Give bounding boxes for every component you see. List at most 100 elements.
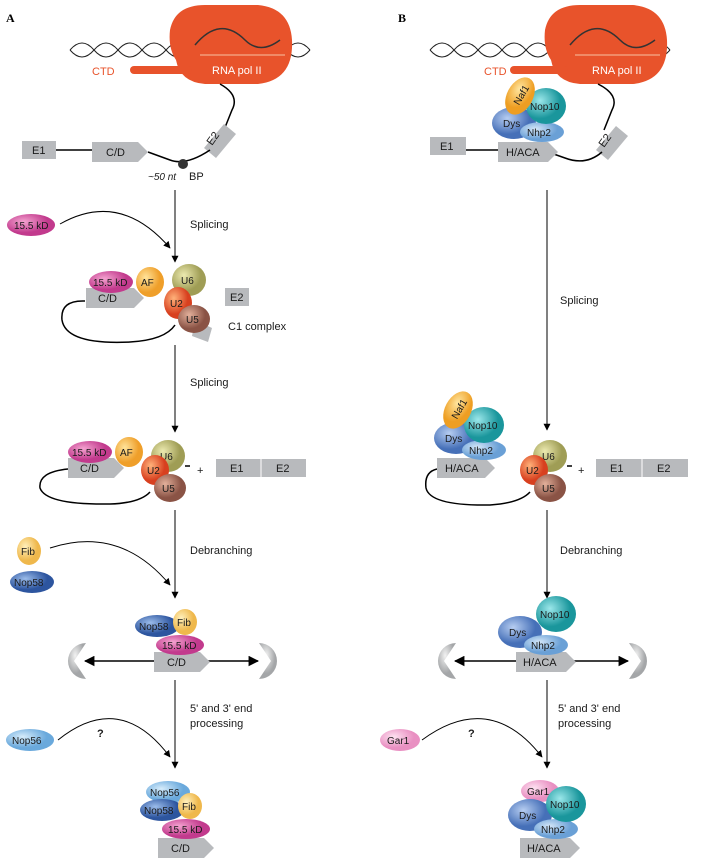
branch-point-dot — [178, 159, 188, 169]
lariat-155-label: 15.5 kD — [72, 448, 106, 459]
deb-nhp2-label: Nhp2 — [531, 641, 555, 652]
final-dys-label: Dys — [519, 811, 536, 822]
c1-u5-label: U5 — [186, 315, 199, 326]
box-haca-label-lariat-b: H/ACA — [445, 463, 479, 475]
nascent-rna-b — [597, 83, 615, 131]
plus-a: + — [197, 465, 203, 477]
box-haca-label-deb-b: H/ACA — [523, 657, 557, 669]
deb-nop58-label: Nop58 — [139, 622, 169, 633]
box-cd-label-deb-a: C/D — [167, 657, 186, 669]
ctd-label-b: CTD — [484, 66, 507, 78]
protein-15-5kd-free: 15.5 kD — [7, 214, 55, 236]
debranched-complex-a: C/D Nop58 Fib 15.5 kD — [68, 609, 277, 679]
step-processing-b-1: 5' and 3' end — [558, 703, 620, 715]
protein-nop58-free-label: Nop58 — [14, 578, 44, 589]
intron-line-b — [465, 149, 603, 162]
box-cd-label-final: C/D — [171, 843, 190, 855]
arrow-recruit-nop56-a — [57, 718, 171, 758]
exon-e1-label-b: E1 — [440, 141, 453, 153]
exon-e1-a: E1 — [22, 141, 56, 159]
lariat-b-u6-label: U6 — [542, 452, 555, 463]
haca-snornp-final: H/ACA Gar1 Dys Nhp2 Nop10 — [508, 780, 586, 858]
final-nop56-label: Nop56 — [150, 788, 180, 799]
protein-nop56-free-label: Nop56 — [12, 736, 42, 747]
protein-nop56-free: Nop56 — [6, 729, 54, 751]
final-nop10-label: Nop10 — [550, 800, 580, 811]
panel-a-label: A — [6, 11, 15, 25]
c1-complex: C/D E2 15.5 kD AF U6 U2 U5 — [61, 264, 249, 344]
exon-e2-label-c1: E2 — [230, 292, 243, 304]
spliced-e2-label-a: E2 — [276, 463, 289, 475]
pol-nop10-label: Nop10 — [530, 102, 560, 113]
spliced-exons-a: E1 E2 — [216, 459, 306, 477]
final-fib-label: Fib — [182, 802, 196, 813]
final-gar1-label: Gar1 — [527, 787, 550, 798]
question-b: ? — [468, 728, 475, 740]
lariat-u5-label: U5 — [162, 484, 175, 495]
lariat-complex-b: H/ACA Dys Nhp2 Nop10 Naf1 U6 U2 U5 — [424, 391, 572, 506]
lariat-nhp2-label: Nhp2 — [469, 446, 493, 457]
protein-nop58-free: Nop58 — [10, 571, 54, 593]
protein-gar1-free: Gar1 — [380, 729, 420, 751]
step-splicing-1-a: Splicing — [190, 219, 229, 231]
ctd-label-a: CTD — [92, 66, 115, 78]
lariat-nop10-label: Nop10 — [468, 421, 498, 432]
box-cd-label-lariat-a: C/D — [80, 463, 99, 475]
exonuclease-left-b — [438, 643, 456, 679]
step-debranching-a: Debranching — [190, 545, 252, 557]
spliced-exons-b: E1 E2 — [596, 459, 688, 477]
box-cd-a1: C/D — [92, 142, 148, 162]
lariat-dys-label: Dys — [445, 434, 462, 445]
arrow-recruit-155-a — [59, 211, 171, 249]
final-155-label: 15.5 kD — [168, 825, 202, 836]
protein-fib-free-label: Fib — [21, 547, 35, 558]
c1-af-label: AF — [141, 278, 154, 289]
exonuclease-right-a — [259, 643, 277, 679]
exon-e2-a: E2 — [204, 124, 236, 158]
exon-e1-b: E1 — [430, 137, 466, 155]
question-a: ? — [97, 728, 104, 740]
rna-pol-ii-b: CTD RNA pol II — [484, 5, 668, 84]
box-cd-label-a1: C/D — [106, 147, 125, 159]
final-nhp2-label: Nhp2 — [541, 825, 565, 836]
spliced-e1-label-b: E1 — [610, 463, 623, 475]
debranched-complex-b: H/ACA Dys Nhp2 Nop10 — [438, 596, 647, 679]
c1-155-label: 15.5 kD — [93, 278, 127, 289]
step-processing-a-2: processing — [190, 718, 243, 730]
arrow-recruit-gar1-b — [421, 718, 543, 758]
lariat-af-label: AF — [120, 448, 133, 459]
plus-b: + — [578, 465, 584, 477]
protein-15-5kd-free-label: 15.5 kD — [14, 221, 48, 232]
ctd-tail-a — [130, 66, 192, 74]
step-splicing-2-a: Splicing — [190, 377, 229, 389]
haca-complex-pol: H/ACA Dys Nhp2 Nop10 Naf1 — [492, 77, 566, 162]
deb-nop10-label: Nop10 — [540, 610, 570, 621]
lariat-complex-a: C/D 15.5 kD AF U6 U2 U5 — [39, 437, 190, 505]
step-processing-a-1: 5' and 3' end — [190, 703, 252, 715]
panel-b: CTD RNA pol II E2 E1 H/ACA Dys Nhp2 Nop1… — [380, 5, 688, 858]
step-splicing-b: Splicing — [560, 295, 599, 307]
nascent-rna-a — [219, 83, 235, 133]
rna-pol-label-b: RNA pol II — [592, 65, 642, 77]
exon-e2-b: E2 — [596, 126, 628, 160]
spliced-e2-label-b: E2 — [657, 463, 670, 475]
panel-a: CTD RNA pol II E2 E1 C/D ~50 nt BP Splic… — [6, 5, 311, 858]
panel-b-label: B — [398, 11, 406, 25]
deb-fib-label: Fib — [177, 618, 191, 629]
exonuclease-left-a — [68, 643, 86, 679]
box-haca-label-b1: H/ACA — [506, 147, 540, 159]
rna-pol-ii-a: CTD RNA pol II — [92, 5, 293, 84]
c1-u2-label: U2 — [170, 299, 183, 310]
lariat-b-u5-label: U5 — [542, 484, 555, 495]
lariat-u6-label: U6 — [160, 452, 173, 463]
lariat-b-u2-label: U2 — [526, 466, 539, 477]
box-cd-label-c1: C/D — [98, 293, 117, 305]
protein-fib-free: Fib — [17, 537, 41, 565]
distance-label: ~50 nt — [148, 172, 177, 183]
cd-snornp-final: C/D Nop56 Nop58 Fib 15.5 kD — [140, 781, 214, 858]
c1-u6-label: U6 — [181, 276, 194, 287]
step-debranching-b: Debranching — [560, 545, 622, 557]
rna-pol-label-a: RNA pol II — [212, 65, 262, 77]
deb-dys-label: Dys — [509, 628, 526, 639]
